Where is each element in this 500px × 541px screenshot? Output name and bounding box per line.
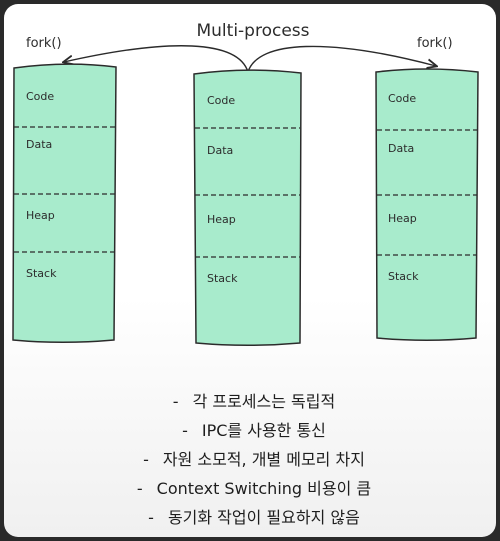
segment-label-code: Code (207, 94, 235, 107)
segment-label-code: Code (26, 90, 54, 103)
process-left: Code Data Heap Stack (12, 63, 117, 343)
note-dash: - (136, 479, 143, 498)
note-item: -동기화 작업이 필요하지 않음 (4, 503, 496, 532)
process-box (375, 68, 479, 341)
process-box (12, 63, 117, 343)
note-text: 자원 소모적, 개별 메모리 차지 (162, 450, 365, 469)
process-right: Code Data Heap Stack (375, 68, 479, 341)
note-text: 각 프로세스는 독립적 (192, 392, 336, 411)
segment-label-data: Data (207, 144, 233, 157)
fork-arrow-left (64, 45, 249, 73)
note-text: 동기화 작업이 필요하지 않음 (167, 508, 360, 527)
fork-label-left: fork() (26, 36, 62, 51)
note-dash: - (172, 392, 179, 411)
segment-label-code: Code (388, 92, 416, 105)
process-box (193, 69, 302, 346)
note-text: IPC를 사용한 통신 (201, 421, 326, 440)
note-item: -IPC를 사용한 통신 (4, 416, 496, 445)
segment-label-data: Data (388, 142, 414, 155)
diagram-title: Multi-process (196, 21, 309, 41)
note-text: Context Switching 비용이 큼 (156, 479, 372, 498)
segment-label-heap: Heap (26, 209, 55, 222)
process-center: Code Data Heap Stack (193, 69, 302, 346)
segment-label-stack: Stack (207, 272, 238, 285)
notes-list: -각 프로세스는 독립적 -IPC를 사용한 통신 -자원 소모적, 개별 메모… (4, 387, 496, 532)
slide-frame: Multi-process fork() fork() Code Data He… (4, 4, 496, 537)
note-dash: - (182, 421, 188, 440)
note-dash: - (148, 508, 154, 527)
segment-label-heap: Heap (207, 213, 236, 226)
note-item: -각 프로세스는 독립적 (4, 387, 496, 416)
note-dash: - (143, 450, 149, 469)
fork-arrow-right (247, 45, 436, 73)
multi-process-diagram: Multi-process fork() fork() Code Data He… (12, 21, 479, 346)
segment-label-data: Data (26, 138, 52, 151)
note-item: -Context Switching 비용이 큼 (4, 474, 496, 503)
segment-label-stack: Stack (26, 267, 57, 280)
segment-label-stack: Stack (388, 270, 419, 283)
fork-label-right: fork() (417, 36, 453, 51)
note-item: -자원 소모적, 개별 메모리 차지 (4, 445, 496, 474)
segment-label-heap: Heap (388, 212, 417, 225)
